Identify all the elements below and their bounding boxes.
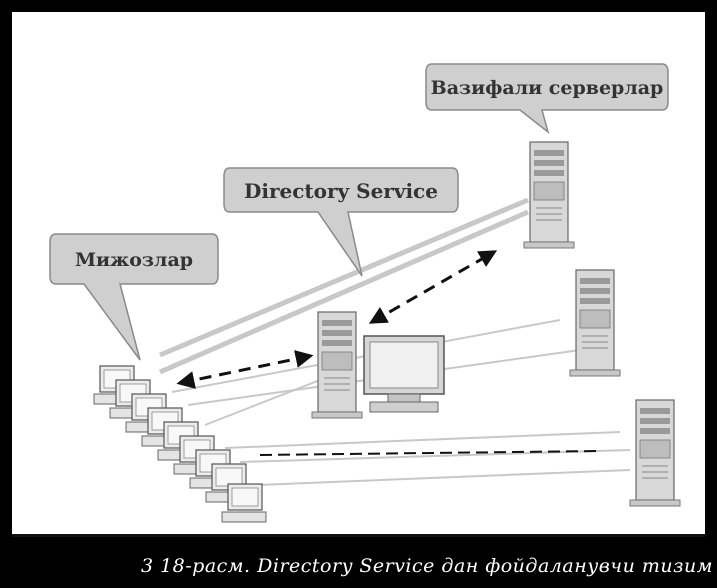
directory-server: [311, 311, 445, 419]
server-tower-icon: [629, 399, 681, 507]
figure-caption: 3 18-расм. Directory Service дан фойдала…: [140, 555, 713, 577]
client-pc-icon: [221, 483, 267, 523]
server-tower-icon: [311, 311, 363, 419]
dashed-link: [259, 450, 601, 456]
server-tower-icon: [569, 269, 621, 377]
callout-servers: Вазифали серверлар: [425, 63, 669, 134]
callout-clients-label: Мижозлар: [75, 249, 193, 271]
callout-servers-label: Вазифали серверлар: [431, 77, 664, 99]
server-tower-icon: [523, 141, 575, 249]
callout-clients: Мижозлар: [49, 233, 219, 361]
client-group: [93, 365, 267, 523]
client-to-directory-arrow: [176, 350, 314, 389]
desktop-computer-icon: [363, 335, 445, 413]
callout-directory-label: Directory Service: [244, 179, 438, 203]
callout-directory: Directory Service: [223, 167, 459, 277]
directory-to-server-arrow: [368, 250, 498, 324]
